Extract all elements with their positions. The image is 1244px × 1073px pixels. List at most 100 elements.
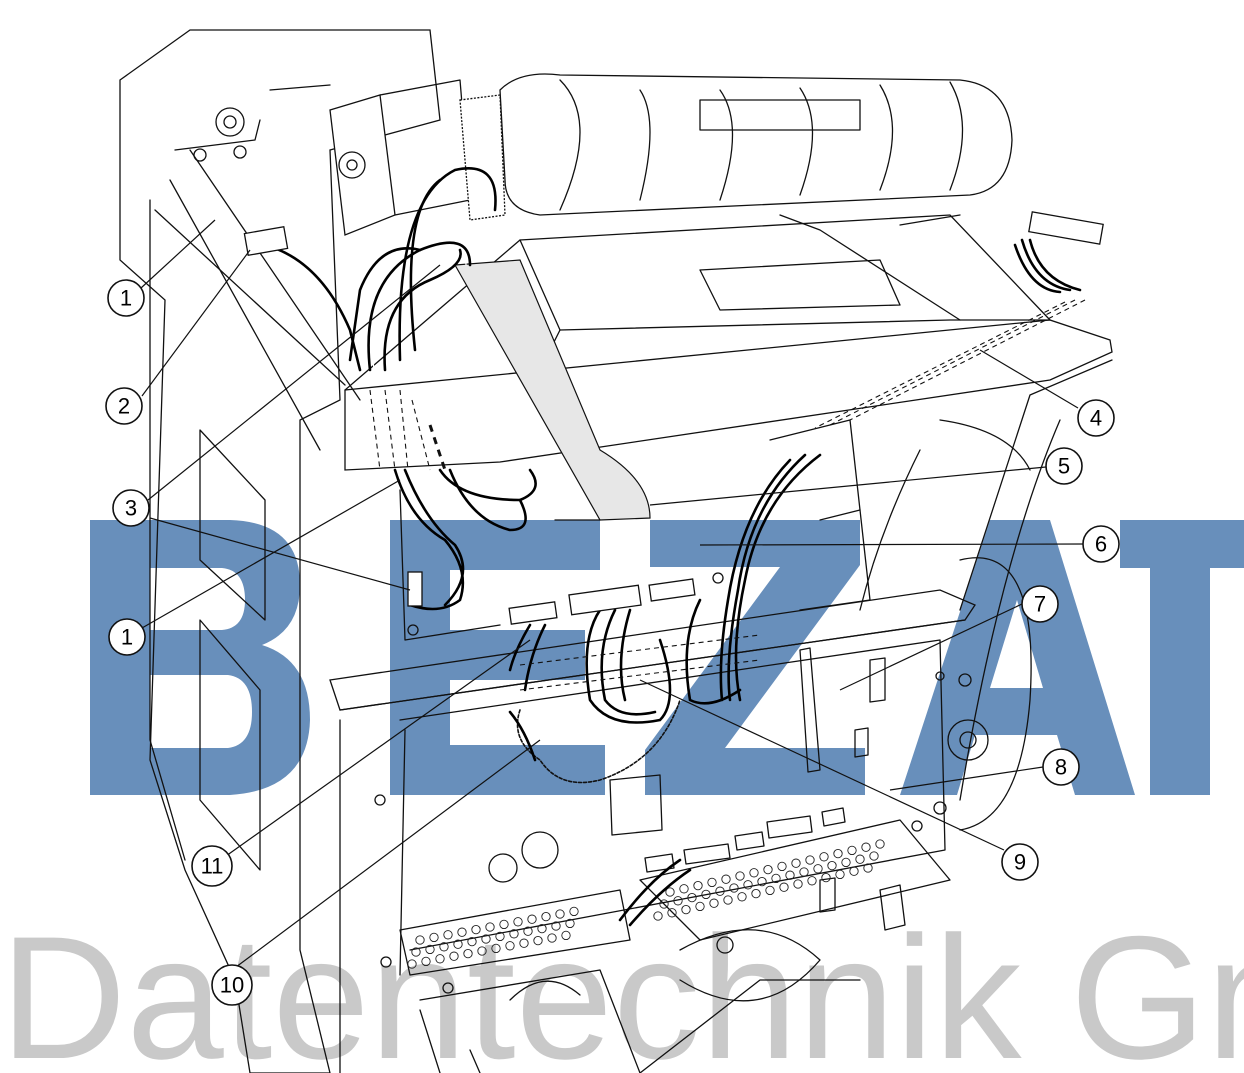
perforation-hole [561,930,571,941]
callout-7: 7 [1021,585,1059,623]
callout-label: 3 [125,496,137,521]
perforation-hole [729,883,739,893]
wiring-harnesses [243,167,1104,927]
perforation-hole [779,882,789,892]
perforation-hole [841,857,851,868]
perforation-hole [735,871,745,881]
perforation-hole [523,926,533,936]
perforation-hole [847,845,857,856]
perforation-hole [411,947,421,957]
perforation-hole [449,951,459,961]
callout-3-upper: 3 [112,489,150,527]
perforation-hole [457,927,467,937]
perforation-hole [749,868,759,878]
perforation-hole [429,932,439,943]
callout-4: 4 [1077,399,1115,437]
perforation-hole [875,839,885,849]
callout-label: 6 [1095,532,1107,557]
perforation-hole [687,892,697,903]
perforation-hole [673,896,683,906]
perforation-hole [695,901,705,912]
perforation-hole [827,860,837,871]
perforation-hole [751,888,761,899]
perforation-hole [743,880,753,890]
perforation-holes [407,839,885,969]
perforation-hole [421,956,431,967]
perforation-hole [505,941,515,951]
callout-label: 5 [1058,454,1070,479]
callout-8: 8 [1042,748,1080,786]
leader-lines [140,219,1084,971]
perforation-hole [477,946,487,956]
perforation-hole [653,911,663,921]
perforation-hole [833,848,843,859]
perforation-hole [763,864,773,875]
perforation-hole [721,874,731,884]
perforation-hole [807,876,817,886]
perforation-hole [855,854,865,864]
perforation-hole [707,877,717,888]
perforation-hole [785,870,795,880]
perforation-hole [467,936,477,947]
perforation-hole [659,899,669,909]
perforation-hole [819,852,829,862]
perforation-hole [835,869,845,880]
perforation-hole [453,939,463,949]
perforation-hole [805,855,815,865]
callout-10: 10 [211,964,253,1006]
callout-label: 7 [1034,592,1046,617]
perforation-hole [565,918,575,929]
perforation-hole [723,895,733,905]
perforation-hole [407,959,417,969]
perforation-hole [665,887,675,897]
watermark-logo [90,520,1244,795]
perforation-hole [681,904,691,915]
perforation-hole [715,886,725,896]
callout-11: 11 [191,845,233,887]
perforation-hole [513,917,523,927]
perforation-hole [849,866,859,876]
perforation-hole [495,931,505,942]
perforation-hole [799,867,809,877]
perforation-hole [555,909,565,919]
perforation-hole [667,908,677,918]
perforation-hole [491,943,501,954]
callout-label: 1 [121,625,133,650]
perforation-hole [765,885,775,896]
perforation-hole [771,873,781,884]
perforation-hole [527,914,537,924]
callout-1-top: 1 [107,279,145,317]
perforation-hole [709,898,719,908]
perforation-hole [701,889,711,900]
perforation-hole [481,934,491,944]
perforation-hole [439,942,449,952]
perforation-hole [463,948,473,959]
callout-6: 6 [1082,525,1120,563]
perforation-hole [425,944,435,955]
callouts: 1 2 3 3 1 4 5 6 [105,279,1120,1006]
perforation-hole [679,884,689,894]
perforation-hole [435,954,445,964]
perforation-hole [869,851,879,861]
perforation-hole [551,921,561,931]
callout-label: 8 [1055,755,1067,780]
callout-5: 5 [1045,447,1083,485]
perforation-hole [415,935,425,945]
perforation-hole [519,938,529,948]
callout-label: 11 [201,854,224,879]
perforation-hole [509,929,519,939]
printer-frame [119,29,1113,1073]
perforation-hole [485,922,495,932]
callout-label: 1 [120,286,132,311]
perforation-hole [861,842,871,852]
perforation-hole [777,861,787,872]
callout-1-lower: 1 [108,618,146,656]
perforation-hole [793,879,803,889]
perforation-hole [533,935,543,946]
callout-label: 4 [1090,406,1102,431]
callout-label: 2 [118,394,130,419]
perforation-hole [863,863,873,873]
perforation-hole [693,880,703,891]
perforation-hole [757,876,767,887]
callout-9: 9 [1001,843,1039,881]
